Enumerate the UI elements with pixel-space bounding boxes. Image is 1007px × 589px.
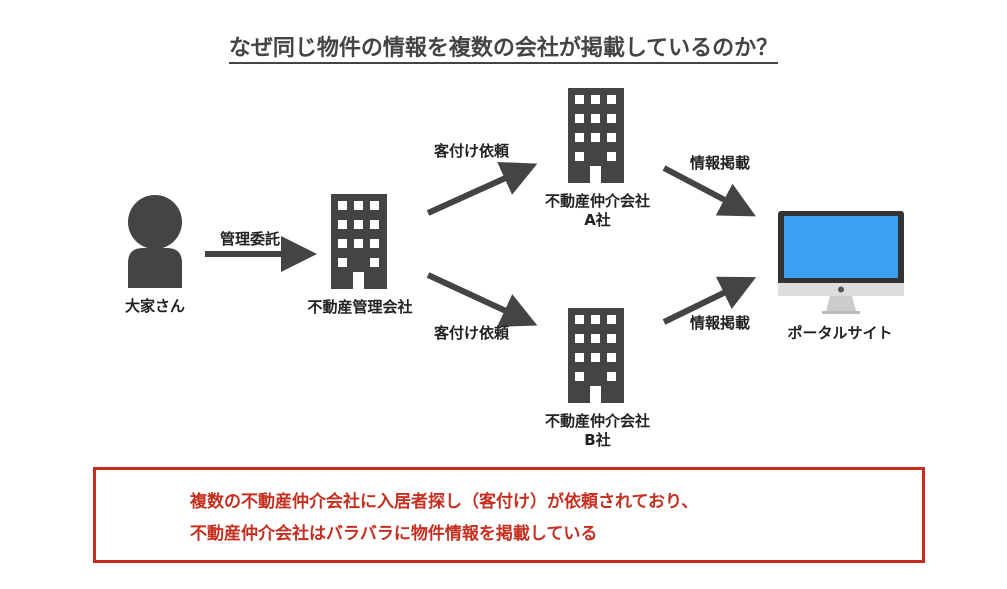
edge-label-management-to-b: 客付け依頼 [434,324,510,342]
note-line-1: 複数の不動産仲介会社に入居者探し（客付け）が依頼されており、 [190,492,699,512]
building-icon-agency-a [568,88,624,183]
arrow-a-to-portal [662,165,756,217]
note-line-2: 不動産仲介会社はバラバラに物件情報を掲載している [190,524,598,544]
agency-b-label: 不動産仲介会社 [544,412,650,430]
arrow-management-to-a [426,162,538,216]
edge-label-a-to-portal: 情報掲載 [690,154,751,172]
building-icon-management [331,194,387,289]
agency-a-suffix: A社 [584,211,611,229]
note-box [93,467,925,563]
person-icon [128,195,182,288]
edge-label-b-to-portal: 情報掲載 [690,314,751,332]
portal-label: ポータルサイト [787,324,893,342]
monitor-icon [778,211,904,314]
diagram-title-text: なぜ同じ物件の情報を複数の会社が掲載しているのか？ [228,36,779,64]
arrow-b-to-portal [662,276,757,325]
owner-label: 大家さん [124,297,185,315]
building-icon-agency-b [568,308,624,403]
agency-b-suffix: B社 [584,431,611,449]
management-company-label: 不動産管理会社 [307,298,413,316]
edge-label-management-to-a: 客付け依頼 [434,142,510,160]
agency-a-label: 不動産仲介会社 [544,192,650,210]
arrow-management-to-b [426,272,538,327]
edge-label-owner-to-management: 管理委託 [220,230,281,248]
diagram-title: なぜ同じ物件の情報を複数の会社が掲載しているのか？ [0,30,1007,64]
